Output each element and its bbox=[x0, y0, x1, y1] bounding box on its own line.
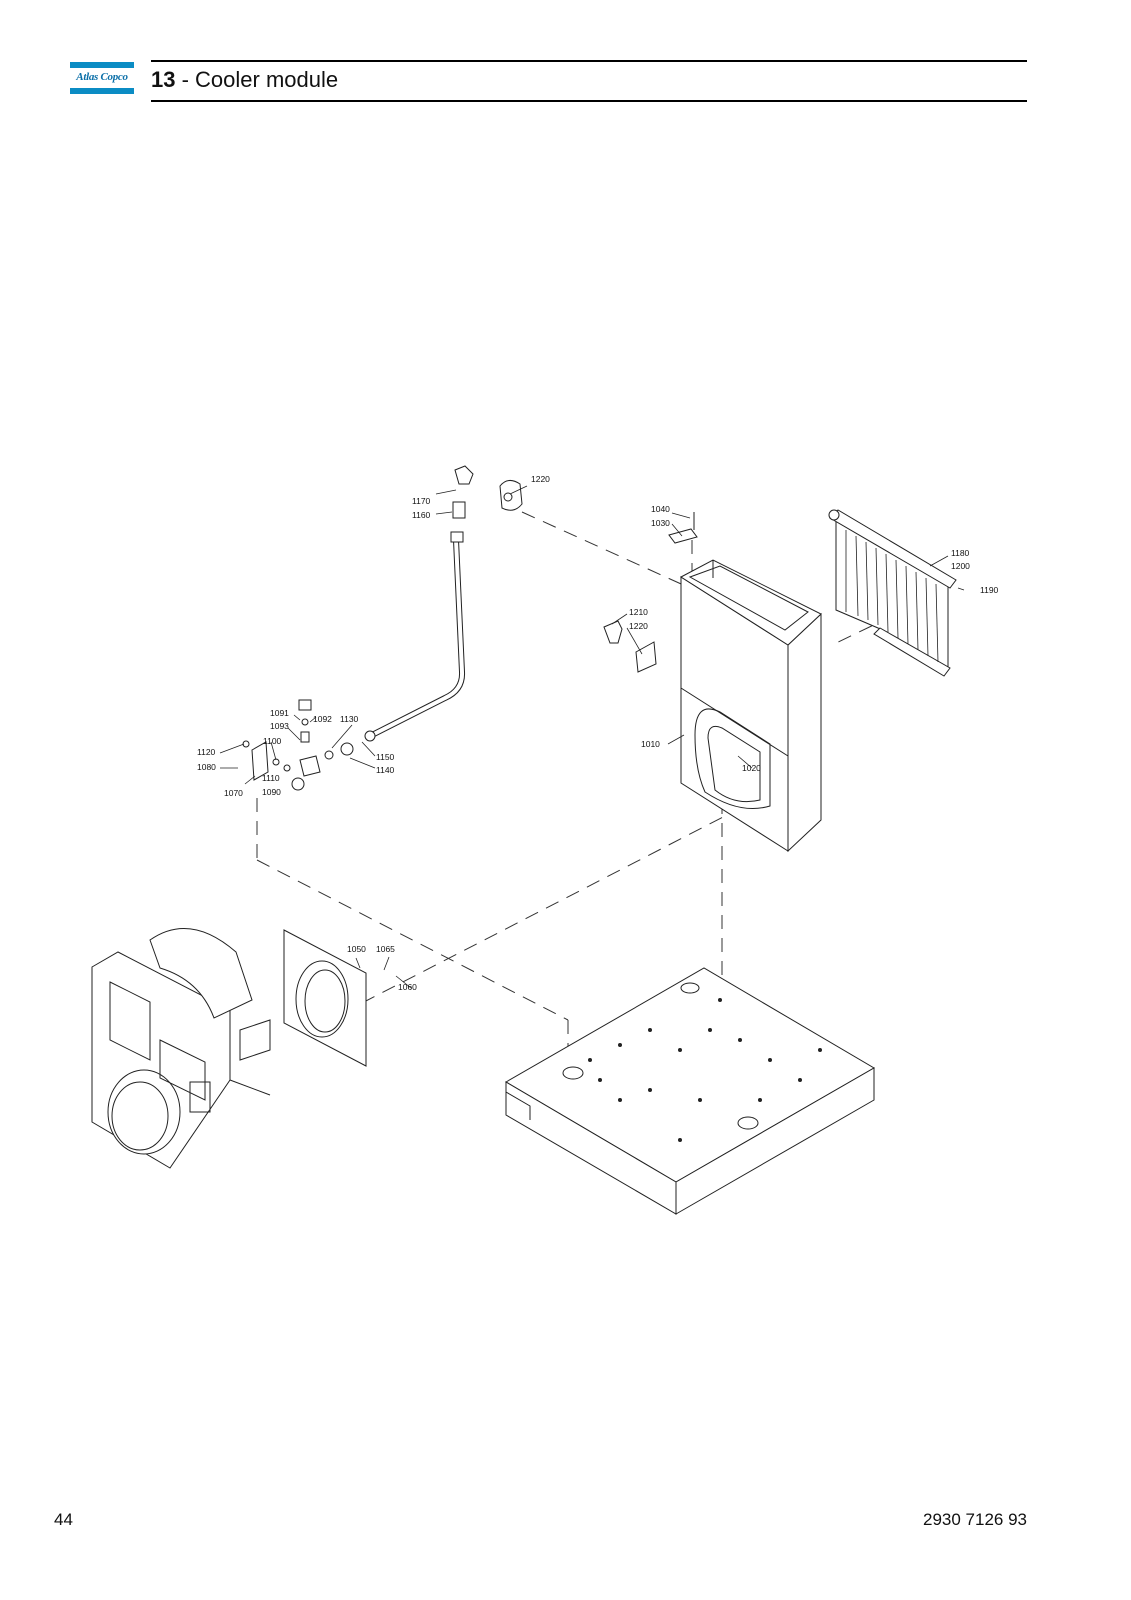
callout-1093: 1093 bbox=[270, 721, 289, 731]
callout-1040: 1040 bbox=[651, 504, 670, 514]
hose-assembly bbox=[364, 465, 474, 742]
flange-1220 bbox=[499, 480, 523, 511]
document-number: 2930 7126 93 bbox=[923, 1510, 1027, 1529]
leader-lines bbox=[219, 485, 965, 989]
callout-1100: 1100 bbox=[263, 736, 282, 746]
fan-shroud-1050 bbox=[283, 929, 367, 1067]
base-frame bbox=[505, 967, 875, 1215]
callout-1050: 1050 bbox=[347, 944, 366, 954]
callout-1080: 1080 bbox=[197, 762, 216, 772]
page-title: 13 - Cooler module bbox=[151, 66, 338, 94]
logo-wordmark: Atlas Copco bbox=[76, 71, 128, 83]
callout-1010: 1010 bbox=[641, 739, 660, 749]
callout-1140: 1140 bbox=[376, 765, 395, 775]
callout-1160: 1160 bbox=[412, 510, 431, 520]
callout-1070: 1070 bbox=[224, 788, 243, 798]
callout-1090: 1090 bbox=[262, 787, 281, 797]
drain-valve-assembly bbox=[242, 699, 354, 791]
bracket-1030 bbox=[668, 528, 698, 544]
logo-band-bottom bbox=[70, 88, 134, 94]
callout-1091: 1091 bbox=[270, 708, 289, 718]
callout-1110: 1110 bbox=[262, 773, 280, 783]
section-title: Cooler module bbox=[195, 67, 339, 92]
cooler-core-1180 bbox=[828, 509, 957, 677]
callout-1190: 1190 bbox=[980, 585, 999, 595]
callout-1120: 1120 bbox=[197, 747, 216, 757]
elbow-1210 bbox=[603, 620, 623, 644]
header-rule-top bbox=[151, 60, 1027, 62]
callout-labels: 1220 1170 1160 1040 1030 1180 1200 1190 … bbox=[197, 474, 999, 992]
callout-1020: 1020 bbox=[742, 763, 761, 773]
callout-1200: 1200 bbox=[951, 561, 970, 571]
callout-1065: 1065 bbox=[376, 944, 395, 954]
section-number: 13 bbox=[151, 67, 176, 92]
callout-1130: 1130 bbox=[340, 714, 359, 724]
section-separator: - bbox=[175, 67, 196, 92]
callout-1060: 1060 bbox=[398, 982, 417, 992]
flange-1220-lower bbox=[635, 641, 657, 673]
callout-1220-lower: 1220 bbox=[629, 621, 648, 631]
callout-1092: 1092 bbox=[313, 714, 332, 724]
page-number: 44 bbox=[54, 1510, 73, 1529]
callout-1180: 1180 bbox=[951, 548, 970, 558]
callout-1220: 1220 bbox=[531, 474, 550, 484]
callout-1170: 1170 bbox=[412, 496, 431, 506]
logo-band-top bbox=[70, 62, 134, 68]
engine-fan-unit bbox=[91, 928, 271, 1169]
callout-1150: 1150 bbox=[376, 752, 395, 762]
header-rule-bottom bbox=[151, 100, 1027, 102]
atlas-copco-logo: Atlas Copco bbox=[70, 62, 134, 94]
callout-1210: 1210 bbox=[629, 607, 648, 617]
cooler-housing-1010 bbox=[680, 559, 822, 853]
callout-1030: 1030 bbox=[651, 518, 670, 528]
assembly-guide-lines bbox=[256, 511, 935, 1048]
